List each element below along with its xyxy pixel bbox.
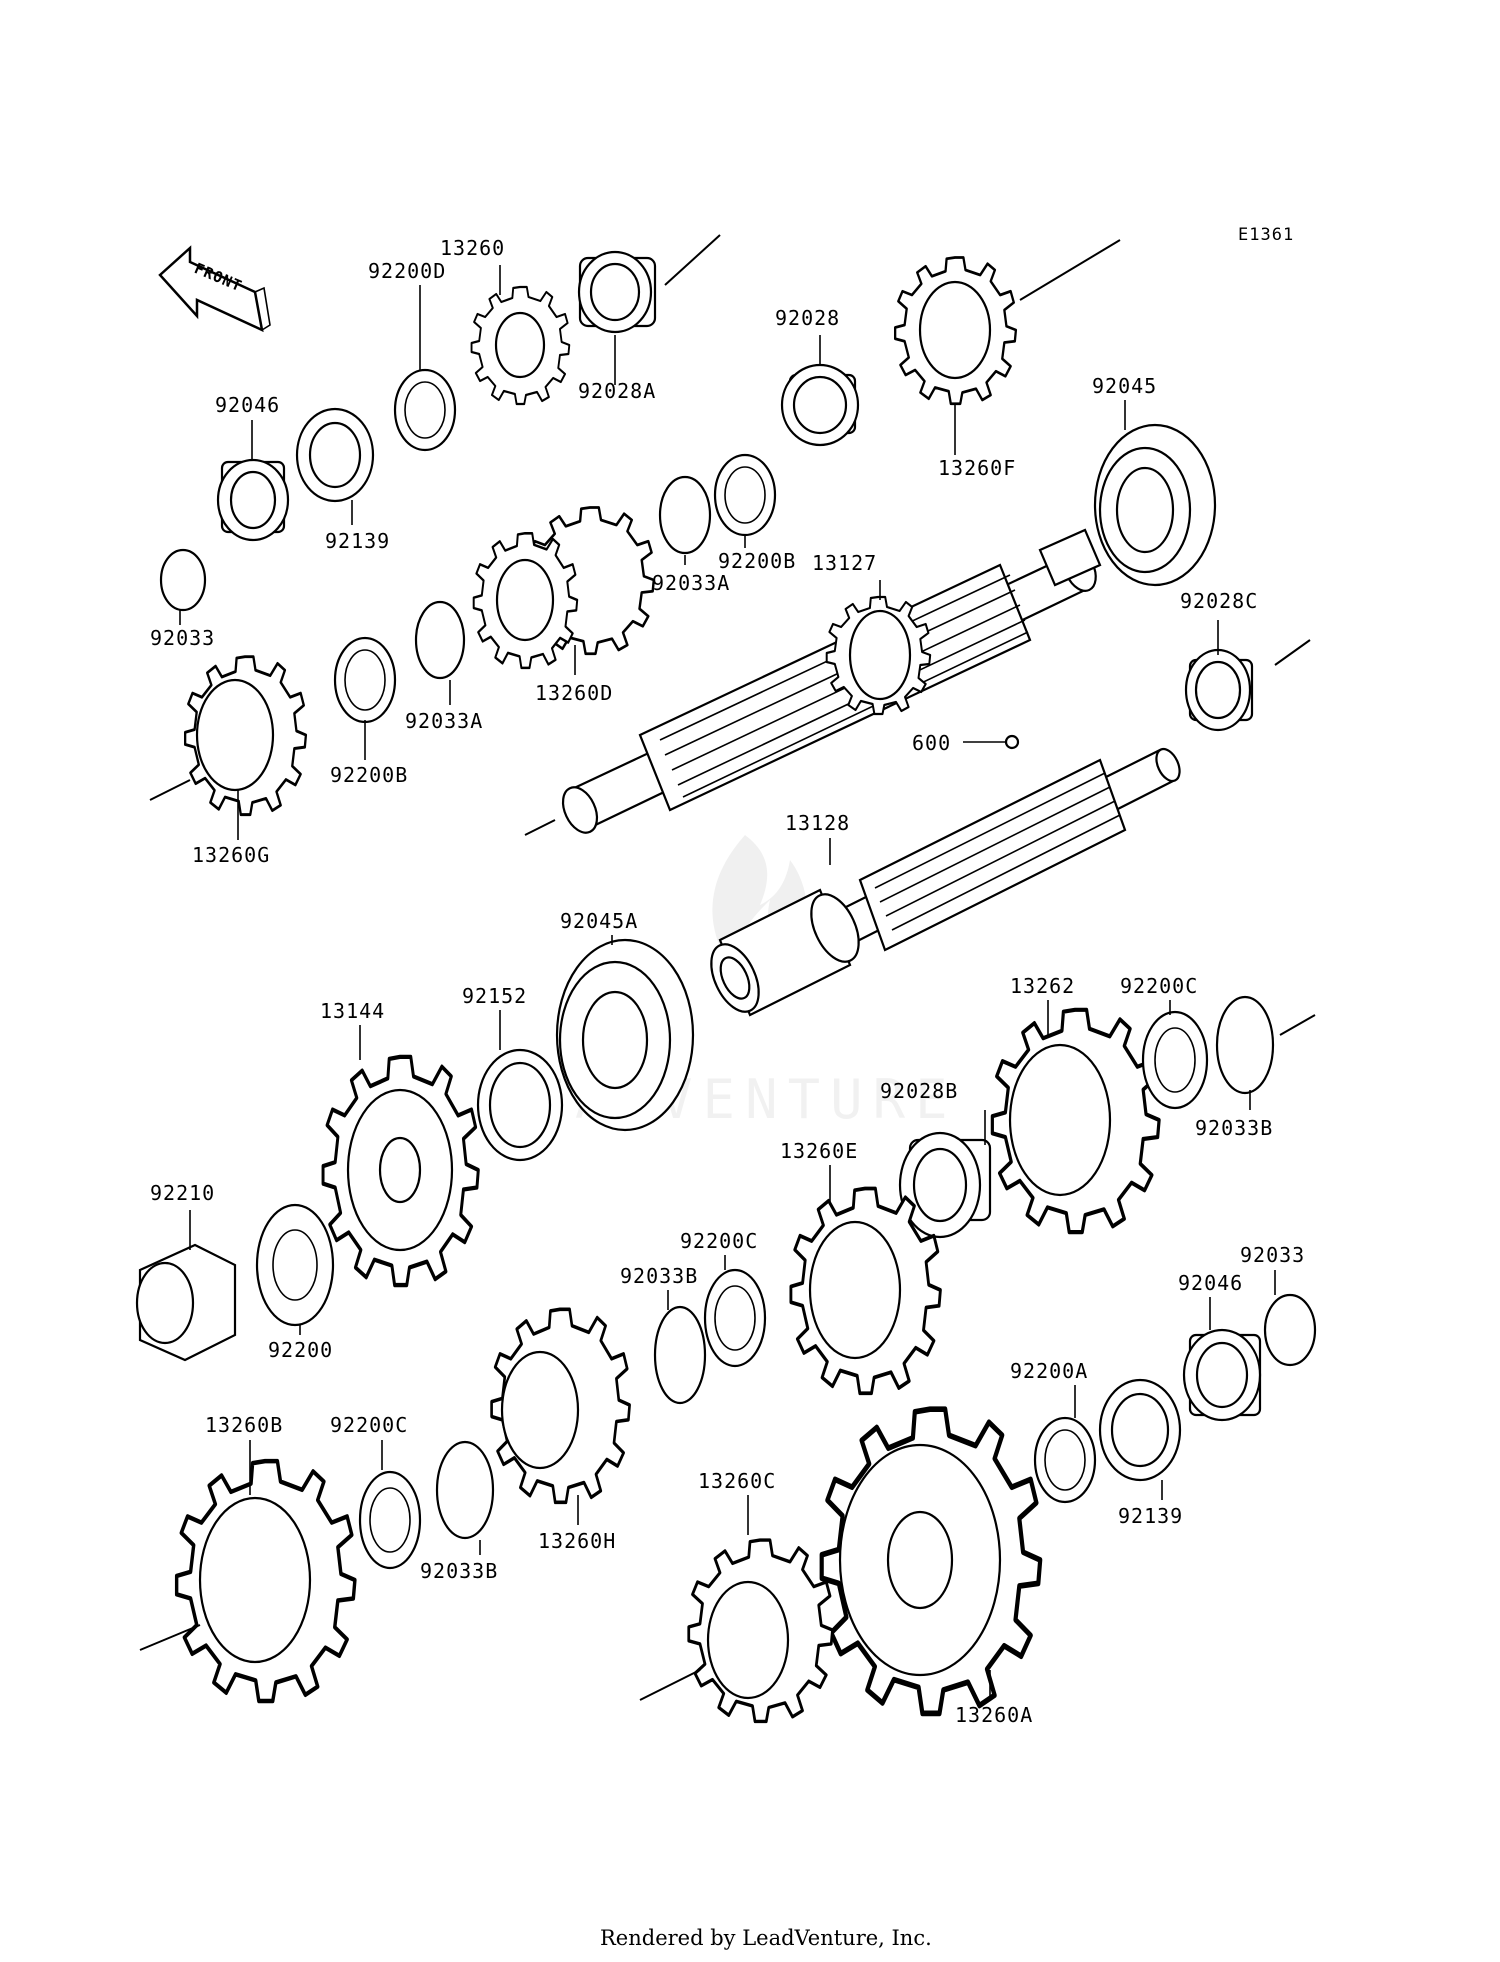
label-92033A-top: 92033A	[652, 571, 730, 595]
label-92200C-right: 92200C	[1120, 974, 1198, 998]
label-92033B-right: 92033B	[1195, 1116, 1273, 1140]
label-92200C-middle: 92200C	[680, 1229, 758, 1253]
label-92152: 92152	[462, 984, 527, 1008]
label-92033-bottom: 92033	[1240, 1243, 1305, 1267]
label-92033B-left: 92033B	[420, 1559, 498, 1583]
label-92200B-top: 92200B	[718, 549, 796, 573]
gear-13260	[470, 285, 571, 406]
bushing-92028C	[1184, 639, 1311, 732]
shaft-13128	[710, 747, 1181, 1017]
collar-92139-top	[295, 407, 375, 503]
washer-92200	[255, 1203, 335, 1327]
label-13260: 13260	[440, 236, 505, 260]
label-92033A-mid: 92033A	[405, 709, 483, 733]
gear-13260G	[149, 655, 308, 817]
sprocket-13144	[323, 1057, 478, 1285]
part-labels: 13260 92200D 92028A 92028 13260F 92045 9…	[150, 236, 1305, 1727]
label-13260B: 13260B	[205, 1413, 283, 1437]
label-13128: 13128	[785, 811, 850, 835]
label-13260E: 13260E	[780, 1139, 858, 1163]
ball-bearing-92045	[1093, 423, 1217, 587]
label-92200C-left: 92200C	[330, 1413, 408, 1437]
circlip-92033A-top	[658, 475, 712, 555]
needle-bearing-92046-top	[216, 458, 290, 542]
label-92028C: 92028C	[1180, 589, 1258, 613]
bushing-92028	[780, 363, 860, 447]
label-92046-top: 92046	[215, 393, 280, 417]
gear-13262	[992, 1010, 1159, 1232]
label-92210: 92210	[150, 1181, 215, 1205]
label-13260F: 13260F	[938, 456, 1016, 480]
gear-13260B	[139, 1461, 355, 1701]
part-600-dot	[1004, 734, 1020, 750]
label-13260H: 13260H	[538, 1529, 616, 1553]
ball-bearing-92045A	[555, 938, 695, 1132]
label-13262: 13262	[1010, 974, 1075, 998]
label-92139-top: 92139	[325, 529, 390, 553]
label-92028: 92028	[775, 306, 840, 330]
label-92028B: 92028B	[880, 1079, 958, 1103]
label-92028A: 92028A	[578, 379, 656, 403]
circlip-92033A-mid	[414, 600, 466, 680]
circlip-92033B-right	[1215, 995, 1316, 1095]
label-13127: 13127	[812, 551, 877, 575]
label-92033-top: 92033	[150, 626, 215, 650]
label-13260C: 13260C	[698, 1469, 776, 1493]
label-92200A: 92200A	[1010, 1359, 1088, 1383]
label-92139-bottom: 92139	[1118, 1504, 1183, 1528]
label-13260D: 13260D	[535, 681, 613, 705]
circlip-92033-top	[159, 548, 207, 612]
washer-92200D	[393, 368, 457, 452]
diagram-code: E1361	[1238, 225, 1294, 245]
nut-92210	[135, 1243, 237, 1362]
gear-13260C	[639, 1538, 835, 1724]
label-92200D: 92200D	[368, 259, 446, 283]
shaft-13127	[524, 528, 1102, 836]
gear-13260F	[893, 239, 1121, 406]
label-92200B-mid: 92200B	[330, 763, 408, 787]
label-13260A: 13260A	[955, 1703, 1033, 1727]
washer-92200C-left	[358, 1470, 422, 1570]
label-13144: 13144	[320, 999, 385, 1023]
collar-92152	[476, 1048, 564, 1162]
label-92045A: 92045A	[560, 909, 638, 933]
washer-92200C-middle	[703, 1268, 767, 1368]
gear-13260E	[788, 1186, 943, 1396]
gear-13260D	[472, 506, 656, 670]
needle-bearing-92046-bottom	[1182, 1328, 1262, 1422]
leader-lines	[179, 265, 1276, 1700]
circlip-92033B-middle	[653, 1305, 707, 1405]
gear-13260H	[489, 1307, 632, 1505]
circlip-92033-bottom	[1263, 1293, 1317, 1367]
footer-credit: Rendered by LeadVenture, Inc.	[600, 1926, 932, 1950]
collar-92139-bottom	[1098, 1378, 1182, 1482]
bushing-92028A	[577, 234, 721, 334]
washer-92200C-right	[1141, 1010, 1209, 1110]
label-600: 600	[912, 731, 951, 755]
label-92200: 92200	[268, 1338, 333, 1362]
circlip-92033B-left	[435, 1440, 495, 1540]
label-92033B-middle: 92033B	[620, 1264, 698, 1288]
label-13260G: 13260G	[192, 843, 270, 867]
label-92046-bottom: 92046	[1178, 1271, 1243, 1295]
gear-13260A	[822, 1409, 1040, 1713]
front-arrow-icon: FRONT	[158, 245, 271, 333]
label-92045: 92045	[1092, 374, 1157, 398]
needle-bearing-92028B	[898, 1131, 992, 1239]
